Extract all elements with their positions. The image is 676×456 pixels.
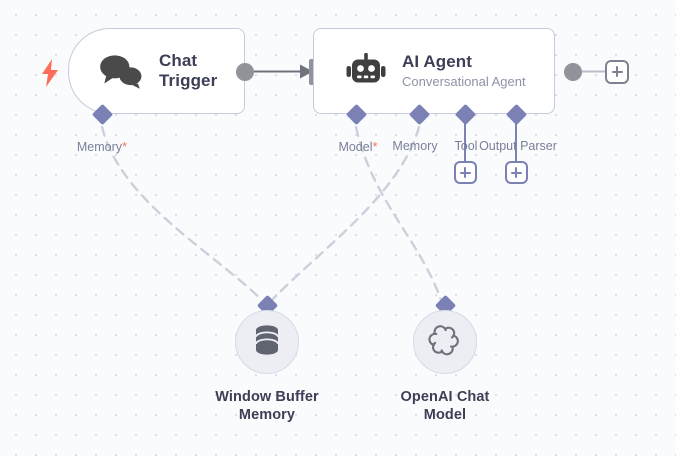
node-title-ai-agent: AI Agent [402,52,473,72]
add-output-parser-button[interactable] [504,161,528,184]
node-window-buffer-memory[interactable] [235,310,299,374]
node-label-line-2: Model [423,407,467,424]
node-chat-trigger[interactable]: Chat Trigger [68,28,245,114]
port-label-tool-ai-agent: Tool [454,139,478,153]
add-tool-button[interactable] [453,161,477,184]
node-label-window-buffer-memory: Window Buffer Memory [187,388,347,424]
robot-icon [346,52,386,90]
database-icon [252,324,282,361]
node-ai-agent[interactable]: AI Agent Conversational Agent [313,28,555,114]
node-label-line-1: Window Buffer [215,389,319,405]
node-label-line-2: Memory [238,407,296,424]
node-title-chat-trigger: Chat Trigger [159,51,218,90]
plus-bar-vertical [515,167,517,178]
chat-bubbles-icon [97,52,143,90]
required-marker: * [122,139,128,154]
output-port-ai-agent[interactable] [564,62,582,81]
lightning-bolt-icon [41,59,59,87]
node-label-line-1: OpenAI Chat [400,389,490,405]
node-openai-chat-model[interactable] [413,310,477,374]
openai-logo-icon [428,323,462,362]
output-port-chat-trigger[interactable] [236,62,254,81]
port-label-output-parser-ai-agent: Output Parser [479,139,557,153]
required-marker: * [372,139,378,154]
add-next-node-button[interactable] [605,59,629,84]
node-label-openai-chat-model: OpenAI Chat Model [365,388,525,424]
port-label-model-ai-agent: Model* [338,139,378,154]
node-subtitle-ai-agent: Conversational Agent [402,74,526,90]
plus-bar-vertical [464,167,466,178]
port-label-memory-ai-agent: Memory [392,139,438,153]
port-label-memory-chat-trigger: Memory* [76,139,128,154]
plus-bar-vertical [616,66,618,77]
edge-trigger-to-agent [254,64,313,79]
